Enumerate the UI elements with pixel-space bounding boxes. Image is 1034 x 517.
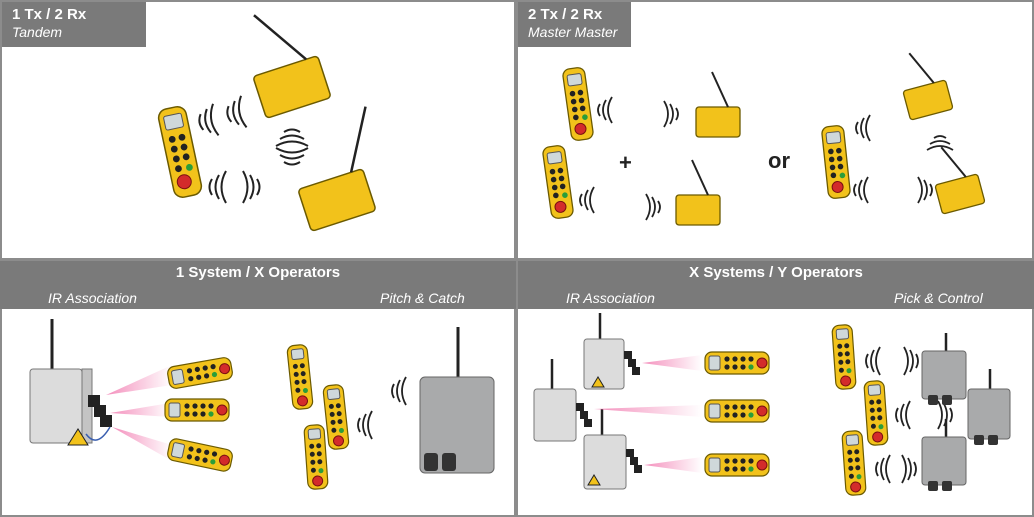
gray-receiver — [419, 327, 495, 474]
vertical-remote-a — [831, 323, 857, 391]
panel-title: 2 Tx / 2 Rx — [528, 6, 603, 23]
plus-sign: + — [619, 150, 632, 175]
tandem-diagram — [156, 14, 376, 232]
vertical-remote-c — [841, 429, 867, 497]
pick-control-diagram — [533, 313, 1011, 497]
tandem-tag: 1 Tx / 2 Rx Tandem — [2, 2, 147, 47]
horizontal-remote-2 — [164, 398, 230, 422]
receiver-box-b — [298, 106, 376, 232]
tandem-panel: 1 Tx / 2 Rx Tandem — [2, 2, 514, 258]
receiver-cabinet — [29, 319, 112, 446]
ir-association-label: IR Association — [566, 290, 655, 306]
receiver-3 — [892, 45, 955, 122]
ir-association-label: IR Association — [48, 290, 137, 306]
panel-subtitle: Tandem — [12, 24, 63, 40]
vertical-remote-2 — [322, 383, 350, 451]
cabinet-2 — [533, 359, 592, 442]
remote-3 — [820, 124, 852, 200]
pitch-catch-label: Pitch & Catch — [380, 290, 465, 306]
vertical-remote-3 — [303, 423, 329, 491]
horizontal-remote-c — [704, 453, 770, 477]
panel-title: 1 Tx / 2 Rx — [12, 6, 87, 23]
cabinet-3 — [583, 409, 642, 490]
remote-1 — [561, 66, 595, 142]
transmitter-remote — [156, 104, 204, 200]
gray-receiver-a — [921, 333, 967, 405]
horizontal-remote-a — [704, 351, 770, 375]
systems-operators-band: X Systems / Y Operators IR Association P… — [518, 261, 1034, 309]
band-title: 1 System / X Operators — [175, 264, 341, 281]
panel-subtitle: Master Master — [528, 24, 618, 40]
vertical-remote-1 — [286, 343, 314, 411]
pick-control-panel — [518, 309, 1032, 515]
vertical-remote-b — [863, 379, 889, 447]
remote-2 — [541, 144, 575, 220]
horizontal-remote-3 — [165, 436, 235, 474]
or-label: or — [768, 148, 790, 173]
receiver-4 — [924, 139, 987, 216]
horizontal-remote-1 — [165, 356, 235, 390]
receiver-box-a — [253, 14, 331, 119]
cabinet-1 — [583, 313, 640, 390]
receiver-1 — [695, 71, 741, 138]
system-operators-band: 1 System / X Operators IR Association Pi… — [0, 261, 516, 309]
horizontal-remote-b — [704, 399, 770, 423]
master-master-panel: + or 2 Tx / 2 Rx Master Master — [518, 2, 1032, 258]
gray-receiver-c — [921, 419, 967, 491]
master-master-tag: 2 Tx / 2 Rx Master Master — [518, 2, 632, 47]
receiver-2 — [675, 159, 721, 226]
gray-receiver-b — [967, 369, 1011, 445]
pick-control-label: Pick & Control — [894, 290, 983, 306]
ir-pitch-diagram — [29, 319, 495, 491]
ir-pitch-panel — [2, 309, 514, 515]
band-title: X Systems / Y Operators — [689, 264, 863, 281]
